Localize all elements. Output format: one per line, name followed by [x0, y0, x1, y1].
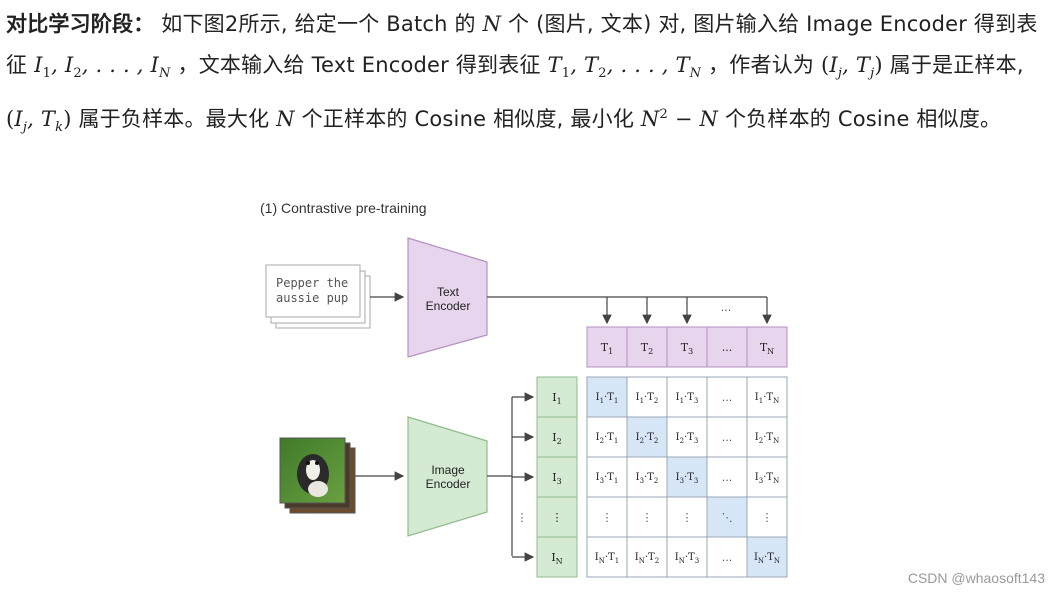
matrix-ellipsis: ...	[722, 431, 733, 444]
positive-pair-math: (Ij, Tj)	[821, 53, 883, 82]
matrix-ellipsis: ⋱	[722, 511, 733, 524]
text-token-label: ...	[722, 341, 733, 354]
section-heading: 对比学习阶段：	[6, 12, 155, 36]
text-encoder-block	[407, 237, 488, 358]
matrix-cell	[626, 496, 668, 538]
diagonal-cell	[586, 376, 628, 418]
matrix-cell	[626, 536, 668, 578]
matrix-ellipsis: ⋮	[602, 511, 613, 524]
matrix-ellipsis: ⋮	[762, 511, 773, 524]
matrix-cell	[706, 376, 748, 418]
text-token-label: T2	[641, 341, 653, 356]
matrix-product-label: I3·T2	[636, 472, 659, 485]
matrix-ellipsis: ...	[722, 391, 733, 404]
matrix-cell	[666, 496, 708, 538]
matrix-product-label: I3·T1	[596, 472, 619, 485]
text-features-math: T1, T2, . . . , TN	[547, 53, 702, 82]
matrix-cell	[626, 456, 668, 498]
image-encoder-label-1: Image	[431, 463, 465, 477]
matrix-cell	[626, 376, 668, 418]
top-ellipsis: ...	[721, 301, 732, 314]
intro-paragraph: 对比学习阶段： 如下图2所示, 给定一个 Batch 的 N 个 (图片, 文本…	[6, 12, 1038, 136]
matrix-ellipsis: ⋮	[682, 511, 693, 524]
text-input-line-2: aussie pup	[276, 291, 348, 305]
text-token-cell	[706, 326, 748, 368]
left-vdots: ⋮	[517, 511, 528, 524]
matrix-product-label: I3·T3	[676, 472, 699, 485]
matrix-product-label: I2·T2	[636, 432, 659, 445]
text-encoder-label-2: Encoder	[426, 299, 471, 313]
image-token-label: ⋮	[552, 511, 563, 524]
matrix-cell	[586, 456, 628, 498]
matrix-product-label: IN·T2	[635, 552, 659, 565]
image-token-cell	[536, 536, 578, 578]
matrix-ellipsis: ...	[722, 551, 733, 564]
image-encoder-block	[407, 416, 488, 537]
matrix-product-label: IN·T3	[675, 552, 699, 565]
matrix-ellipsis: ⋮	[642, 511, 653, 524]
n-squared-math: N2 − N	[640, 107, 719, 132]
matrix-cell	[746, 376, 788, 418]
matrix-product-label: I2·TN	[755, 432, 779, 445]
matrix-product-label: I2·T3	[676, 432, 699, 445]
image-token-label: IN	[551, 551, 562, 566]
text-encoder-label-1: Text	[437, 285, 460, 299]
text-token-cell	[746, 326, 788, 368]
matrix-cell	[746, 416, 788, 458]
text-token-cell	[586, 326, 628, 368]
matrix-ellipsis: ...	[722, 471, 733, 484]
image-token-label: I3	[552, 471, 561, 486]
image-input-stack	[279, 437, 356, 514]
image-token-label: I2	[552, 431, 561, 446]
image-encoder-label-2: Encoder	[426, 477, 471, 491]
matrix-cell	[746, 496, 788, 538]
matrix-product-label: I1·T2	[636, 392, 659, 405]
matrix-cell	[666, 536, 708, 578]
text-token-label: T1	[601, 341, 613, 356]
image-features-math: I1, I2, . . . , IN	[34, 53, 171, 82]
matrix-product-label: I1·T1	[596, 392, 619, 405]
matrix-product-label: I1·TN	[755, 392, 779, 405]
diagonal-cell	[626, 416, 668, 458]
matrix-cell	[706, 456, 748, 498]
text-input-stack: Pepper the aussie pup	[265, 264, 371, 329]
matrix-cell	[586, 536, 628, 578]
matrix-product-label: I1·T3	[676, 392, 699, 405]
figure-title: (1) Contrastive pre-training	[260, 200, 427, 216]
matrix-cell	[746, 456, 788, 498]
image-token-label: I1	[552, 391, 561, 406]
text-token-label: T3	[681, 341, 693, 356]
negative-pair-math: (Ij, Tk)	[6, 107, 72, 136]
matrix-cell	[666, 376, 708, 418]
image-token-cell	[536, 456, 578, 498]
matrix-product-label: IN·TN	[754, 552, 780, 565]
text-token-cell	[626, 326, 668, 368]
diagonal-cell	[746, 536, 788, 578]
matrix-product-label: IN·T1	[595, 552, 619, 565]
matrix-product-label: I3·TN	[755, 472, 779, 485]
matrix-cell	[586, 416, 628, 458]
text-token-label: TN	[760, 341, 774, 356]
matrix-product-label: I2·T1	[596, 432, 619, 445]
text-input-line-1: Pepper the	[276, 276, 348, 290]
watermark: CSDN @whaosoft143	[907, 570, 1045, 586]
